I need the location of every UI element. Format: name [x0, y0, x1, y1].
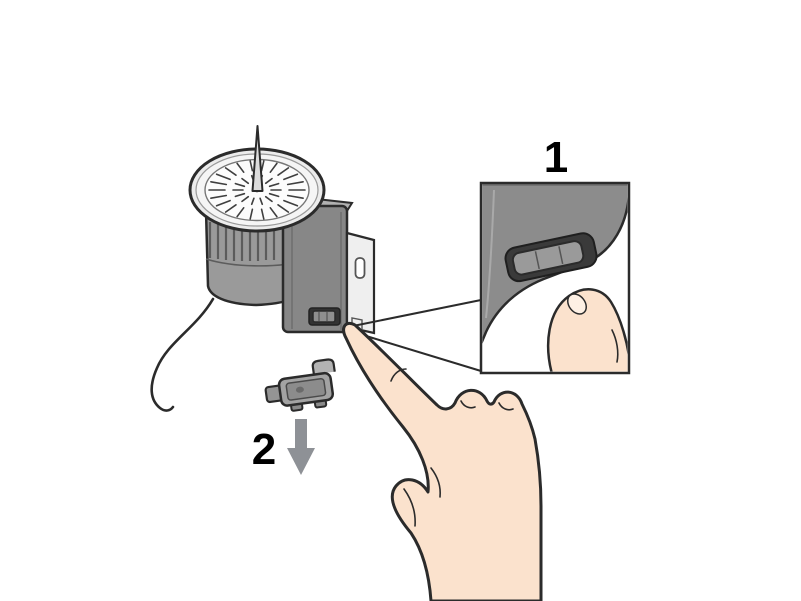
clip-hole — [295, 386, 304, 393]
disc-tick — [210, 181, 228, 186]
disc-tick — [264, 177, 273, 185]
disc-tick — [210, 194, 228, 199]
release-clip — [264, 358, 336, 412]
bracket-slot-hole — [354, 257, 366, 279]
disc-tick — [268, 182, 280, 188]
disc-tick — [241, 177, 250, 185]
center-spike — [251, 125, 264, 192]
motor-unit — [188, 125, 376, 335]
callout-latch-slot — [504, 232, 598, 283]
step-2-label: 2 — [251, 425, 277, 474]
finger-joint-crease — [390, 368, 407, 382]
clip-hook — [311, 358, 336, 375]
hand-silhouette — [342, 321, 543, 601]
mounting-bracket — [345, 231, 376, 335]
thumb-crease — [403, 488, 416, 527]
fingernail — [566, 293, 588, 315]
power-cord — [150, 297, 215, 412]
latch-tab — [312, 310, 336, 323]
disc-tick — [224, 204, 237, 213]
disc-tick — [249, 160, 254, 172]
disc-tick — [264, 195, 273, 203]
disc-tick — [283, 199, 299, 207]
disc-tick — [236, 207, 245, 218]
disc-tick — [215, 173, 231, 181]
disc-tick — [250, 197, 255, 206]
callout-housing-highlight — [485, 189, 495, 319]
finger-crease — [611, 329, 619, 363]
callout-leader-lines — [352, 299, 482, 372]
disc-tick — [269, 207, 278, 218]
disc-tick — [236, 162, 245, 173]
disc-tick — [241, 195, 250, 203]
leader-line-bottom — [352, 331, 482, 372]
step-1-label: 1 — [543, 133, 569, 182]
disc-tick — [286, 181, 304, 186]
disc-tick — [277, 204, 290, 213]
bracket-plate — [345, 231, 376, 335]
disc-tick — [283, 173, 299, 181]
clip-face — [285, 377, 327, 401]
disc-tick — [215, 199, 231, 207]
callout-box — [479, 181, 631, 375]
pointing-hand — [342, 321, 543, 601]
latch-slot — [308, 307, 341, 326]
callout-latch-groove — [558, 246, 564, 265]
disc-tick — [249, 208, 254, 220]
callout-content — [482, 184, 628, 372]
callout-latch-groove — [534, 251, 540, 270]
knuckle-crease — [460, 400, 476, 409]
disc-tick — [277, 167, 290, 176]
index-base-crease — [430, 467, 441, 498]
disc-tick — [269, 162, 278, 173]
callout-fingertip — [546, 288, 628, 372]
disc-tick — [234, 182, 246, 188]
disc-tick — [260, 208, 265, 220]
callout-latch-tab — [511, 240, 585, 276]
down-arrow-icon — [287, 419, 315, 475]
disc-tick — [234, 192, 246, 198]
disc-tick — [260, 160, 265, 172]
leader-line-top — [352, 299, 482, 327]
disc-tick — [259, 197, 264, 206]
disc-tick — [268, 192, 280, 198]
knuckle-crease — [498, 402, 514, 411]
disc-tick — [286, 194, 304, 199]
disc-tick — [224, 167, 237, 176]
